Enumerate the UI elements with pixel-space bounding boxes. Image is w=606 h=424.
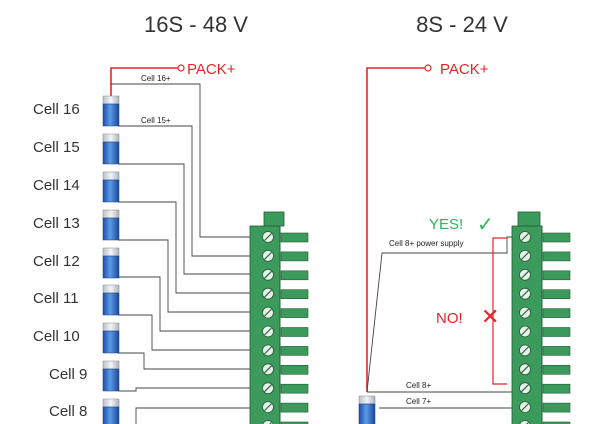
- left-pack-terminal: [177, 64, 185, 72]
- wrong-bracket: [492, 237, 507, 385]
- terminal-pin: [542, 289, 571, 300]
- battery-cell-icon: [102, 133, 120, 165]
- screw-slot: [264, 270, 272, 279]
- wire-cell12: [118, 239, 250, 313]
- left-pack-wire: [110, 67, 178, 96]
- wire-cell9: [118, 352, 250, 370]
- cell-label: Cell 16: [33, 101, 80, 118]
- cell-label: Cell 12: [33, 253, 80, 270]
- left-wires: [111, 83, 250, 424]
- terminal-pin: [542, 270, 571, 281]
- screw-slot: [264, 346, 272, 355]
- wire-label-cell16: Cell 16+: [141, 74, 171, 83]
- cross-icon: ✕: [481, 304, 499, 329]
- battery-cell-icon: [102, 209, 120, 241]
- terminal-pin: [542, 402, 571, 413]
- terminal-pin: [542, 364, 571, 375]
- terminal-pin: [280, 289, 309, 300]
- wire-cell8: [118, 387, 250, 392]
- battery-cell-icon: [102, 398, 120, 424]
- yes-label: YES!: [429, 216, 463, 233]
- terminal-pin: [280, 232, 309, 243]
- title-8s: 8S - 24 V: [416, 12, 508, 37]
- terminal-pin: [280, 327, 309, 337]
- terminal-pin: [280, 270, 309, 281]
- terminal-pin: [542, 383, 571, 394]
- terminal-pin: [542, 327, 571, 337]
- right-pack-terminal: [424, 64, 432, 72]
- left-pack-label: PACK+: [187, 61, 236, 78]
- no-label: NO!: [436, 310, 463, 327]
- screw-slot: [264, 308, 272, 317]
- right-diagram: PACK+ Cell 8+ power supply YES! ✓ NO! ✕ …: [358, 61, 571, 424]
- right-terminal-block: [511, 211, 571, 424]
- terminal-pin: [542, 308, 571, 318]
- terminal-pin: [542, 251, 571, 262]
- battery-cell-icon: [358, 395, 376, 424]
- screw-slot: [521, 384, 529, 393]
- screw-slot: [264, 233, 272, 241]
- battery-cell-icon: [102, 284, 120, 316]
- screw-slot: [264, 327, 272, 336]
- screw-slot: [264, 403, 272, 411]
- wire-cell16: [111, 83, 250, 238]
- screw-slot: [521, 308, 529, 317]
- screw-slot: [521, 346, 529, 355]
- wire-label-cell8-right: Cell 8+: [406, 381, 431, 390]
- screw-slot: [521, 327, 529, 336]
- power-supply-label: Cell 8+ power supply: [389, 239, 463, 248]
- wire-cell13: [118, 201, 250, 294]
- cell-label: Cell 10: [33, 328, 80, 345]
- cell-label: Cell 11: [33, 290, 79, 307]
- screw-slot: [264, 289, 272, 298]
- wire-cell11: [118, 276, 250, 332]
- title-16s: 16S - 48 V: [144, 12, 248, 37]
- wire-cell14: [118, 163, 250, 275]
- terminal-pin: [280, 402, 309, 413]
- wire-cell7: [135, 407, 250, 424]
- power-supply-wire: [366, 236, 518, 393]
- terminal-pin: [280, 251, 309, 262]
- cell-label: Cell 15: [33, 139, 80, 156]
- battery-cell-icon: [102, 247, 120, 279]
- wire-label-cell7-right: Cell 7+: [406, 397, 431, 406]
- screw-slot: [521, 252, 529, 260]
- battery-cell-icon: [102, 360, 120, 392]
- left-cell-stack: [102, 95, 120, 424]
- checkmark-icon: ✓: [477, 214, 494, 236]
- left-cell-labels: Cell 16 Cell 15 Cell 14 Cell 13 Cell 12 …: [33, 101, 87, 420]
- terminal-pin: [280, 308, 309, 318]
- screw-slot: [264, 384, 272, 393]
- screw-slot: [521, 403, 529, 411]
- battery-cell-icon: [102, 95, 120, 127]
- screw-slot: [264, 365, 272, 374]
- terminal-pin: [542, 346, 571, 356]
- terminal-pin: [542, 421, 571, 424]
- wire-cell15: [118, 125, 250, 257]
- screw-slot: [521, 270, 529, 279]
- cell-label: Cell 8: [49, 403, 87, 420]
- screw-slot: [521, 365, 529, 374]
- terminal-pin: [280, 346, 309, 356]
- terminal-pin: [280, 421, 309, 424]
- cell-label: Cell 14: [33, 177, 80, 194]
- wire-cell10: [118, 314, 250, 351]
- cell-label: Cell 13: [33, 215, 80, 232]
- screw-slot: [521, 233, 529, 241]
- terminal-pin: [542, 232, 571, 243]
- right-pack-label: PACK+: [440, 61, 489, 78]
- terminal-pin: [280, 383, 309, 394]
- terminal-pin: [280, 364, 309, 375]
- screw-slot: [264, 252, 272, 260]
- wire-label-cell15: Cell 15+: [141, 116, 171, 125]
- battery-cell-icon: [102, 322, 120, 354]
- screw-slot: [521, 289, 529, 298]
- cell-label: Cell 9: [49, 366, 87, 383]
- right-pack-wire: [366, 67, 425, 392]
- left-diagram: PACK+ Cell 16 Cell 15 Cell 14 Cell 13 Ce…: [33, 61, 309, 424]
- battery-cell-icon: [102, 171, 120, 203]
- left-terminal-block: [249, 211, 309, 424]
